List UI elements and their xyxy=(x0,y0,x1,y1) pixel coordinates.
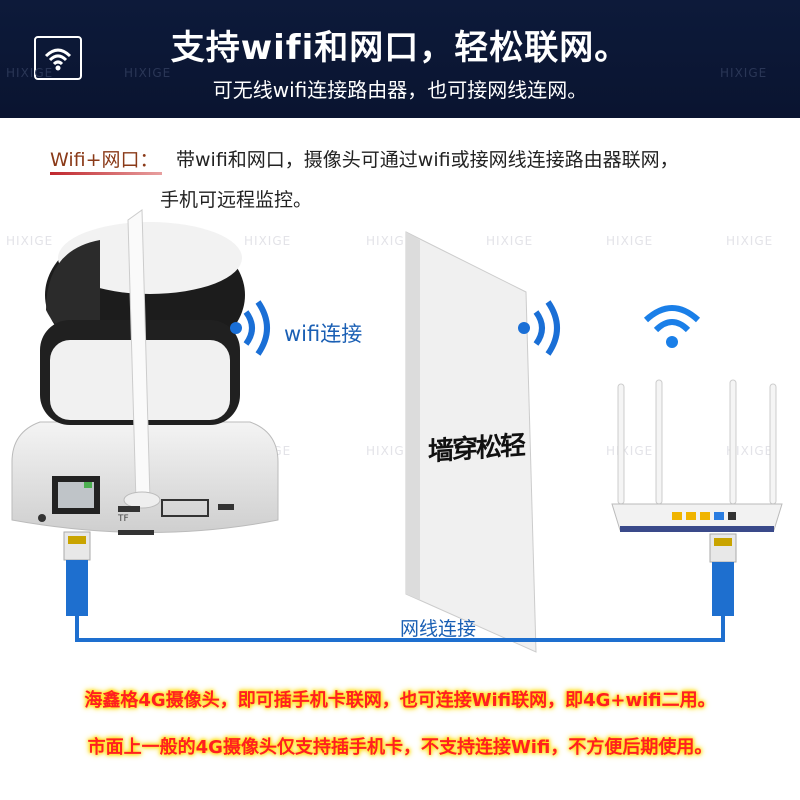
watermark: HIXIGE xyxy=(366,234,414,248)
wifi-signal-icon xyxy=(230,300,270,356)
watermark: HIXIGE xyxy=(244,234,292,248)
watermark: HIXIGE xyxy=(726,444,774,458)
description-line-1: 带wifi和网口，摄像头可通过wifi或接网线连接路由器联网， xyxy=(176,149,679,171)
watermark: HIXIGE xyxy=(124,66,172,80)
router-image xyxy=(611,379,783,532)
description-line-2: 手机可远程监控。 xyxy=(160,189,313,211)
tf-slot-label: TF xyxy=(118,514,129,524)
lan-connection-label: 网线连接 xyxy=(400,618,477,640)
watermark: HIXIGE xyxy=(366,444,414,458)
watermark: HIXIGE xyxy=(6,234,54,248)
wifi-connection-label: wifi连接 xyxy=(284,322,363,346)
watermark: HIXIGE xyxy=(606,234,654,248)
footer-line-1: 海鑫格4G摄像头，即可插手机卡联网，也可连接Wifi联网，即4G+wifi二用。 xyxy=(84,690,716,711)
wall-text: 墙穿松轻 xyxy=(428,430,525,468)
label-underline xyxy=(50,172,162,175)
wall-image xyxy=(405,231,537,653)
wifi-signal-icon xyxy=(518,300,560,356)
wifi-icon xyxy=(643,305,701,348)
footer-line-2: 市面上一般的4G摄像头仅支持插手机卡，不支持连接Wifi，不方便后期使用。 xyxy=(87,737,713,758)
camera-image xyxy=(11,209,279,535)
watermark: HIXIGE xyxy=(6,66,54,80)
description-label: Wifi+网口： xyxy=(50,149,159,171)
watermark: HIXIGE xyxy=(486,234,534,248)
header-subtitle: 可无线wifi连接路由器，也可接网线连网。 xyxy=(212,78,588,102)
watermark: HIXIGE xyxy=(720,66,768,80)
wifi-badge xyxy=(34,36,82,80)
wifi-icon xyxy=(44,48,72,71)
header-title: 支持wifi和网口，轻松联网。 xyxy=(170,28,630,68)
watermark: HIXIGE xyxy=(726,234,774,248)
header-banner: 支持wifi和网口，轻松联网。 可无线wifi连接路由器，也可接网线连网。 HI… xyxy=(0,0,800,118)
